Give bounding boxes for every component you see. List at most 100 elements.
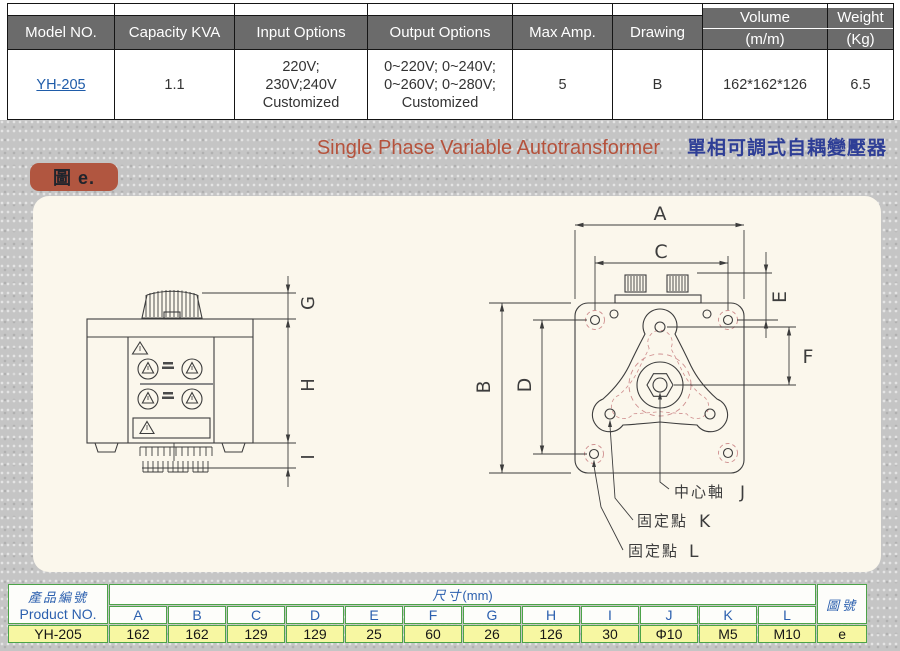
dim-label-a: A xyxy=(654,203,667,225)
dim-value: 60 xyxy=(404,625,462,643)
dim-value: 162 xyxy=(168,625,226,643)
col-header: J xyxy=(640,606,698,624)
dimension-lines xyxy=(142,276,296,487)
dim-label-g: G xyxy=(298,296,319,310)
tiny-label-marks xyxy=(162,362,174,399)
annotation-center-axis: 中心軸 xyxy=(674,483,725,501)
spec-table: Model NO. Capacity KVA Input Options Out… xyxy=(7,3,894,120)
dim-label-i: I xyxy=(298,454,319,459)
dim-value: 26 xyxy=(463,625,521,643)
dim-label-c: C xyxy=(654,241,667,263)
grid-line xyxy=(114,4,115,119)
dim-value: 162 xyxy=(109,625,167,643)
front-view-drawing: G H I xyxy=(86,276,319,487)
dim-value: M5 xyxy=(699,625,757,643)
dim-label-f: F xyxy=(803,346,814,368)
cell-max-amp: 5 xyxy=(558,76,567,93)
cell-weight: 6.5 xyxy=(850,76,871,93)
header-input-options: Input Options xyxy=(235,16,367,49)
grid-line xyxy=(234,4,235,119)
col-header: I xyxy=(581,606,639,624)
page-title-en: Single Phase Variable Autotransformer xyxy=(316,137,660,159)
drawing-panel: G H I xyxy=(33,196,881,572)
grid-line xyxy=(703,28,893,29)
mounting-holes xyxy=(584,309,738,464)
figure-badge: 圖 e. xyxy=(30,163,118,191)
col-header: F xyxy=(404,606,462,624)
dim-label-j: J xyxy=(739,483,745,503)
dim-value: 126 xyxy=(522,625,580,643)
cell-model-no: YH-205 xyxy=(8,50,114,119)
grid-line xyxy=(612,4,613,119)
dim-letters-row: A B C D E F G H I J K L xyxy=(8,606,867,624)
cell-output-options: 0~220V; 0~240V;0~260V; 0~280V;Customized xyxy=(384,58,496,111)
nameplate xyxy=(132,417,211,439)
body-panel-lines xyxy=(87,336,253,443)
annotation-fix-point-k: 固定點 xyxy=(637,512,688,530)
dimensions-table: 產品編號 Product NO. 尺寸(mm) 圖號 A B C D E F G… xyxy=(7,583,868,644)
dim-label-h: H xyxy=(298,378,319,392)
header-capacity: Capacity KVA xyxy=(115,16,234,49)
leader-arrows xyxy=(592,392,662,467)
dim-label-l: L xyxy=(689,542,699,562)
dimension-arrows xyxy=(499,222,792,473)
cell-drawing: B xyxy=(652,76,663,93)
terminal-strip xyxy=(614,294,702,304)
grid-line xyxy=(8,15,703,16)
dim-label-e: E xyxy=(769,291,791,303)
dim-values-row: YH-205 162 162 129 129 25 60 26 126 30 Φ… xyxy=(8,625,868,643)
model-link[interactable]: YH-205 xyxy=(36,76,86,93)
dim-value: 129 xyxy=(227,625,285,643)
terminal-dial xyxy=(181,388,203,410)
page-title-zh: 單相可調式自耦變壓器 xyxy=(686,138,887,159)
terminal-dial xyxy=(137,388,159,410)
dim-value: Φ10 xyxy=(640,625,698,643)
terminal-dial xyxy=(137,358,159,380)
grid-line xyxy=(367,4,368,119)
header-output-options: Output Options xyxy=(368,16,512,49)
feet xyxy=(94,442,246,453)
dim-label-d: D xyxy=(514,378,536,393)
product-no-value: YH-205 xyxy=(8,625,108,643)
dim-value: 30 xyxy=(581,625,639,643)
terminal-dial xyxy=(181,358,203,380)
figure-no-value: e xyxy=(817,625,868,643)
warning-triangle-icon xyxy=(131,340,199,435)
figure-no-header: 圖號 xyxy=(817,584,868,624)
col-header: A xyxy=(109,606,167,624)
header-max-amp: Max Amp. xyxy=(513,16,612,49)
cell-capacity: 1.1 xyxy=(164,76,185,93)
dim-label-b: B xyxy=(473,380,495,393)
col-header: C xyxy=(227,606,285,624)
dim-label-k: K xyxy=(699,512,711,532)
dim-value: 129 xyxy=(286,625,344,643)
dims-header: 尺寸(mm) xyxy=(109,584,817,605)
col-header: E xyxy=(345,606,403,624)
cell-volume: 162*162*126 xyxy=(723,76,807,93)
knob xyxy=(141,290,203,319)
leader-lines xyxy=(593,399,670,551)
product-no-header: 產品編號 Product NO. xyxy=(8,584,108,624)
dimension-arrows xyxy=(285,284,291,477)
grid-line xyxy=(702,4,703,119)
dim-value: 25 xyxy=(345,625,403,643)
header-drawing: Drawing xyxy=(613,16,702,49)
body xyxy=(86,318,254,444)
dim-value: M10 xyxy=(758,625,817,643)
dimension-lines xyxy=(489,224,796,474)
col-header: D xyxy=(286,606,344,624)
col-header: G xyxy=(463,606,521,624)
section-title: Single Phase Variable Autotransformer 單相… xyxy=(317,133,887,160)
terminal-comb xyxy=(139,443,213,473)
center-hex-nut xyxy=(646,373,674,397)
col-header: B xyxy=(168,606,226,624)
knob-knurl xyxy=(145,290,199,317)
col-header: H xyxy=(522,606,580,624)
knob-knurl xyxy=(627,276,686,293)
top-view-drawing: A C E F B D 中心軸 J 固定點 K 固定點 L xyxy=(473,203,813,562)
col-header: K xyxy=(699,606,757,624)
annotation-fix-point-l: 固定點 xyxy=(628,542,679,560)
col-header: L xyxy=(758,606,817,624)
